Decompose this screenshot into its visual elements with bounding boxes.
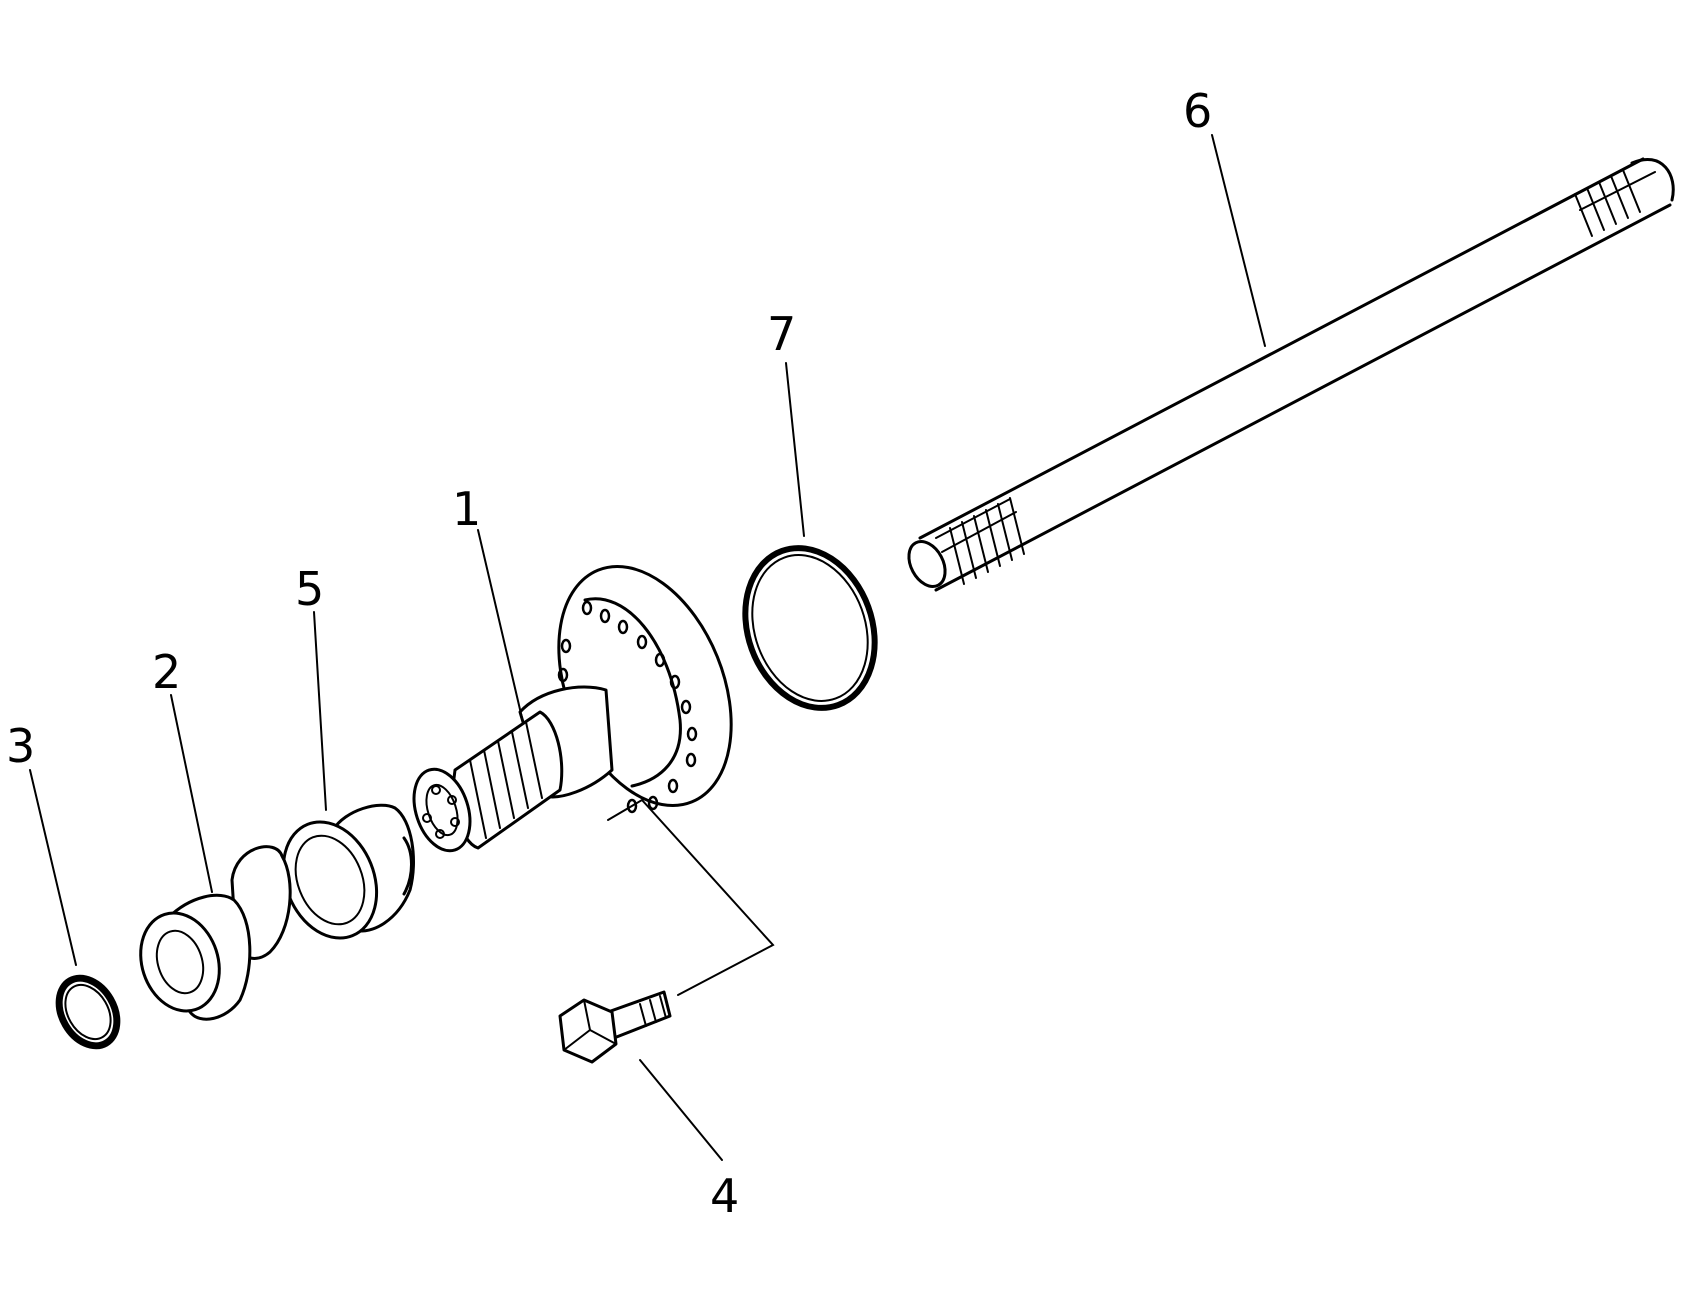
label-part-3: 3 [6, 719, 35, 773]
part-3-snap-ring [55, 974, 121, 1050]
part-labels: 6 7 1 5 2 3 4 [6, 84, 1212, 1223]
leader-line-4 [639, 1059, 723, 1161]
label-part-5: 5 [295, 562, 324, 616]
part-4-hex-bolt [558, 990, 672, 1064]
leader-line-7 [785, 362, 805, 537]
label-part-6: 6 [1183, 84, 1212, 138]
part-5-bearing-cup [281, 803, 416, 940]
label-part-7: 7 [767, 307, 796, 361]
leader-line-4-bracket [607, 798, 775, 996]
label-part-1: 1 [452, 482, 481, 536]
label-part-4: 4 [710, 1169, 739, 1223]
leader-line-1 [477, 529, 523, 719]
part-2-stepped-bushing [139, 845, 292, 1021]
label-part-2: 2 [152, 645, 181, 699]
part-7-o-ring [742, 545, 878, 711]
leader-lines [29, 134, 1266, 1161]
flange-bolt-holes [557, 600, 698, 814]
leader-line-5 [313, 611, 327, 811]
leader-line-6 [1211, 134, 1266, 347]
leader-line-2 [170, 694, 213, 893]
part-1-flange-hub [412, 564, 733, 853]
leader-line-3 [29, 769, 77, 966]
part-6-axle-shaft [907, 157, 1675, 592]
